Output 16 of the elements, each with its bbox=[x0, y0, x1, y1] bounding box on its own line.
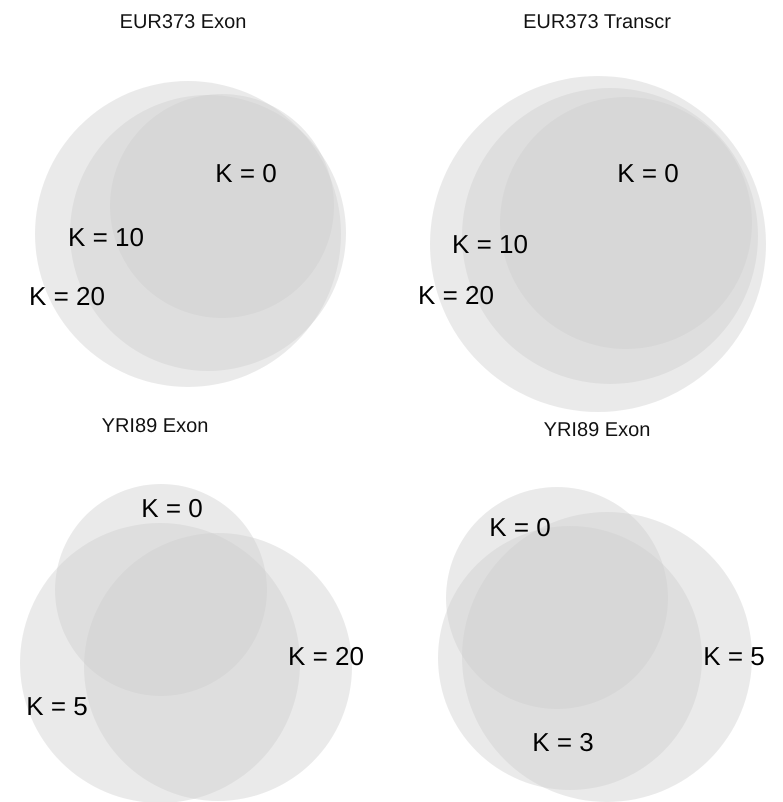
set-label: K = 10 bbox=[452, 231, 528, 257]
set-label: K = 0 bbox=[141, 495, 203, 521]
chart-title: YRI89 Exon bbox=[544, 420, 650, 440]
chart-title: EUR373 Transcr bbox=[523, 12, 671, 32]
set-label: K = 0 bbox=[489, 514, 551, 540]
set-label: K = 5 bbox=[703, 643, 765, 669]
chart-title: EUR373 Exon bbox=[120, 12, 246, 32]
set-label: K = 20 bbox=[288, 643, 364, 669]
set-label: K = 3 bbox=[532, 729, 594, 755]
set-label: K = 20 bbox=[29, 283, 105, 309]
set-label: K = 10 bbox=[68, 224, 144, 250]
set-label: K = 0 bbox=[617, 160, 679, 186]
set-label: K = 5 bbox=[26, 693, 88, 719]
chart-title: YRI89 Exon bbox=[102, 416, 208, 436]
set-label: K = 20 bbox=[418, 282, 494, 308]
set-label: K = 0 bbox=[215, 160, 277, 186]
